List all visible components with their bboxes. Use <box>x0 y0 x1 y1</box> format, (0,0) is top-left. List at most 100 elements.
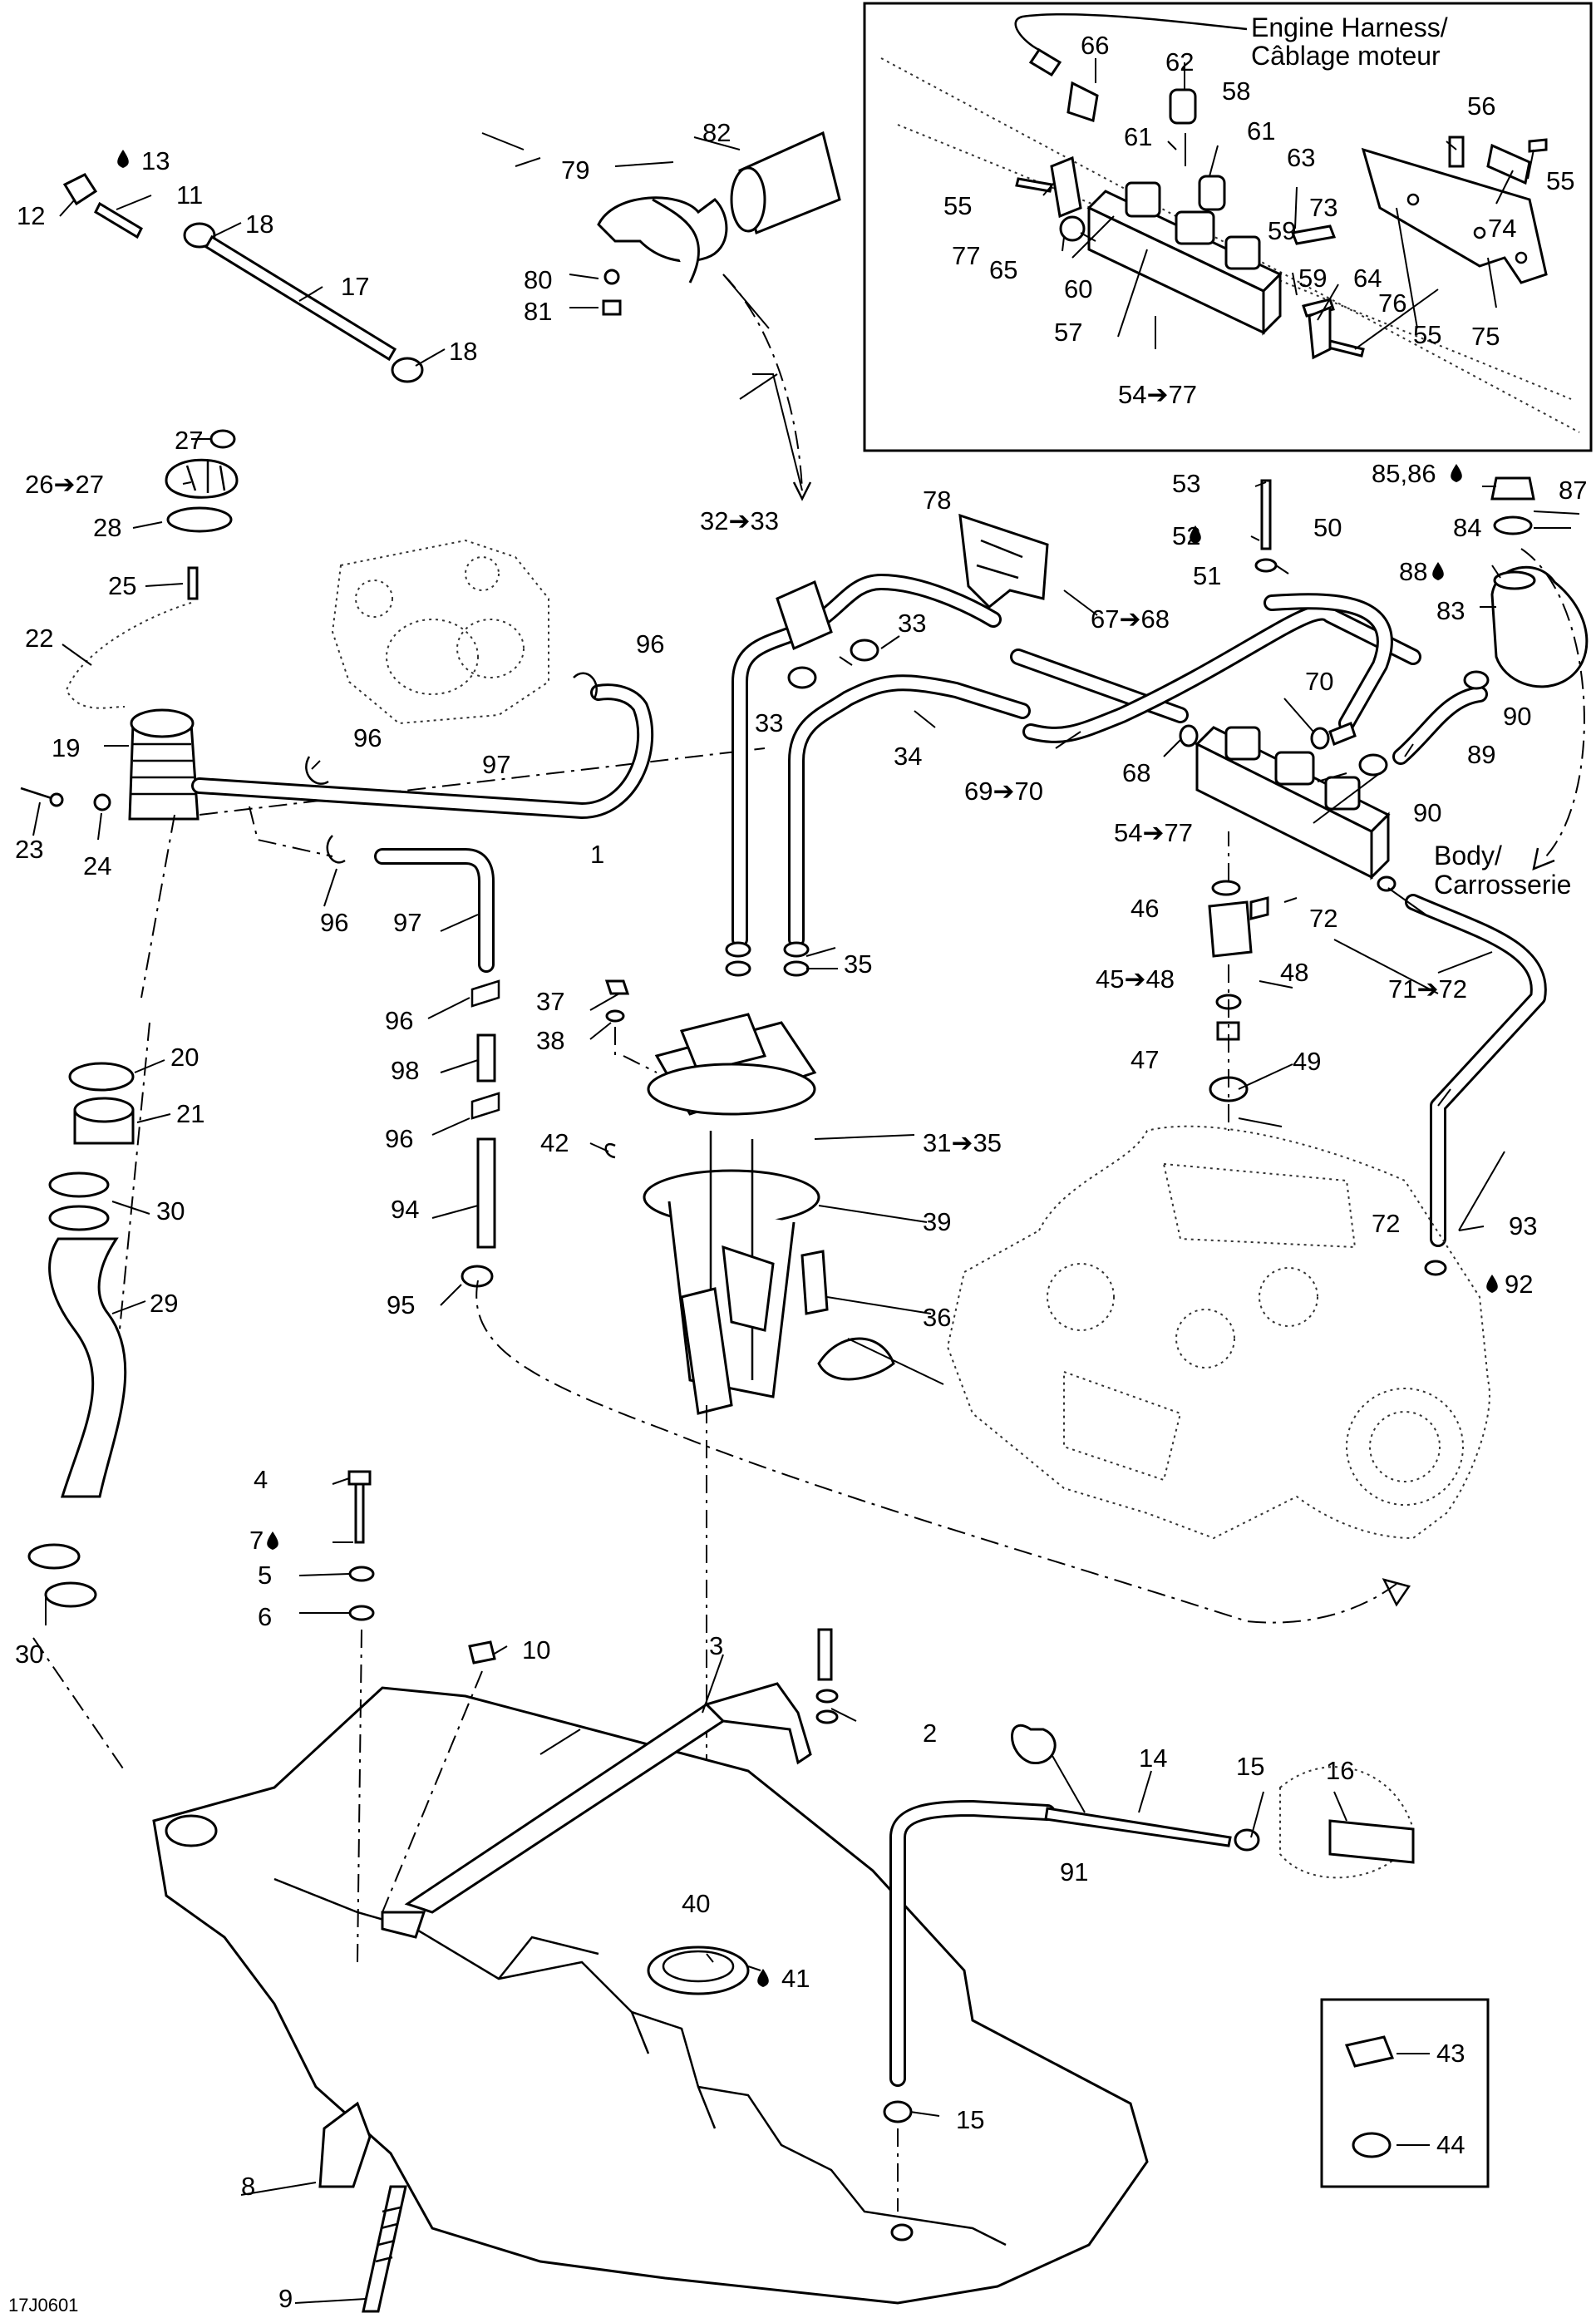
callout-79: 79 <box>561 155 589 185</box>
body-label-fr: Carrosserie <box>1434 870 1571 900</box>
callout-88: 88 <box>1399 557 1427 586</box>
callout-80: 80 <box>524 265 552 294</box>
bracket-78 <box>958 513 1049 609</box>
callout-29: 29 <box>150 1289 178 1318</box>
callout-92: 92 <box>1505 1270 1533 1299</box>
callout-22: 22 <box>25 624 53 653</box>
callout-66: 66 <box>1081 31 1109 60</box>
callout-9: 9 <box>278 2284 293 2313</box>
callout-67: 67➔68 <box>1091 604 1170 634</box>
callout-87: 87 <box>1559 476 1587 505</box>
callout-17: 17 <box>341 272 369 301</box>
callout-15b: 15 <box>956 2105 984 2134</box>
callout-77: 77 <box>952 241 980 270</box>
engine-harness-label-fr: Câblage moteur <box>1251 41 1441 71</box>
callout-21: 21 <box>176 1099 204 1128</box>
callout-96a: 96 <box>636 629 664 658</box>
callout-96e: 96 <box>385 1124 413 1153</box>
callout-56: 56 <box>1467 91 1495 121</box>
callout-18b: 18 <box>449 337 477 366</box>
callout-95: 95 <box>387 1290 415 1319</box>
callout-93: 93 <box>1509 1211 1537 1240</box>
callout-54a: 54➔77 <box>1118 380 1197 409</box>
drop-icon <box>117 150 129 168</box>
callout-72b: 72 <box>1372 1209 1400 1238</box>
fuel-rail-main <box>1010 476 1589 1276</box>
leader-lines <box>32 132 1580 2304</box>
callout-49: 49 <box>1293 1047 1321 1076</box>
callout-54b: 54➔77 <box>1114 818 1193 847</box>
callout-60: 60 <box>1064 274 1092 303</box>
callout-4: 4 <box>254 1465 268 1494</box>
callout-40: 40 <box>682 1889 710 1918</box>
callout-68: 68 <box>1122 758 1150 787</box>
callout-63: 63 <box>1287 143 1315 172</box>
callout-97b: 97 <box>393 908 421 937</box>
callout-5: 5 <box>258 1561 272 1590</box>
parts-43-44-box <box>1320 1998 1490 2188</box>
callout-76: 76 <box>1378 289 1406 318</box>
callout-55c: 55 <box>1546 166 1574 195</box>
callout-90a: 90 <box>1503 702 1531 731</box>
callout-94: 94 <box>391 1195 419 1224</box>
engine-outline <box>946 1125 1490 1540</box>
callout-11: 11 <box>176 180 203 210</box>
callout-71: 71➔72 <box>1388 974 1467 1004</box>
callout-61a: 61 <box>1124 122 1152 151</box>
callout-30b: 30 <box>15 1640 43 1669</box>
callout-28: 28 <box>93 513 121 542</box>
callout-15a: 15 <box>1236 1752 1264 1781</box>
drop-icon <box>757 1969 769 1987</box>
vent-hose-assembly <box>191 672 1411 1624</box>
callout-7: 7 <box>249 1526 264 1555</box>
callout-96c: 96 <box>320 908 348 937</box>
drop-icon <box>267 1531 278 1550</box>
callout-50: 50 <box>1313 513 1342 542</box>
callout-75: 75 <box>1471 322 1500 351</box>
callout-46: 46 <box>1130 894 1159 923</box>
callout-33a: 33 <box>898 609 926 638</box>
callout-96b: 96 <box>353 723 382 752</box>
callout-81: 81 <box>524 297 552 326</box>
callout-74: 74 <box>1488 214 1516 243</box>
callout-58: 58 <box>1222 76 1250 106</box>
callout-98: 98 <box>391 1056 419 1085</box>
fuel-tank <box>152 1470 1415 2313</box>
callout-36: 36 <box>923 1303 951 1332</box>
callout-43: 43 <box>1436 2039 1465 2068</box>
callout-78: 78 <box>923 486 951 515</box>
callout-14: 14 <box>1139 1743 1167 1773</box>
callout-16: 16 <box>1326 1756 1354 1785</box>
callout-8: 8 <box>241 2172 255 2201</box>
callout-12: 12 <box>17 201 45 230</box>
filler-neck-assembly <box>20 173 766 1772</box>
callout-25: 25 <box>108 571 136 600</box>
callout-84: 84 <box>1453 513 1481 542</box>
callout-62: 62 <box>1165 47 1194 76</box>
callout-27: 27 <box>175 426 203 455</box>
callout-73: 73 <box>1309 193 1337 222</box>
callout-59b: 59 <box>1298 264 1327 293</box>
callout-69: 69➔70 <box>964 777 1043 806</box>
callout-64: 64 <box>1353 264 1382 293</box>
callout-45: 45➔48 <box>1096 964 1175 994</box>
callout-44: 44 <box>1436 2130 1465 2159</box>
drop-icon <box>1432 562 1444 580</box>
body-label: Body/ <box>1434 841 1502 870</box>
callout-39: 39 <box>923 1207 951 1236</box>
callout-20: 20 <box>170 1043 199 1072</box>
drop-icon <box>1190 525 1201 544</box>
drop-icon <box>1451 464 1462 482</box>
callout-55a: 55 <box>943 191 972 220</box>
callout-31: 31➔35 <box>923 1128 1002 1157</box>
callout-1: 1 <box>590 840 604 869</box>
callout-70: 70 <box>1305 667 1333 696</box>
callout-91: 91 <box>1060 1857 1088 1886</box>
callout-13: 13 <box>141 146 170 175</box>
throttle-body-outline <box>331 539 549 725</box>
callout-61b: 61 <box>1247 116 1275 145</box>
callout-18a: 18 <box>245 210 273 239</box>
callout-30a: 30 <box>156 1196 185 1226</box>
callout-33b: 33 <box>755 708 783 737</box>
callout-32: 32➔33 <box>700 506 779 535</box>
